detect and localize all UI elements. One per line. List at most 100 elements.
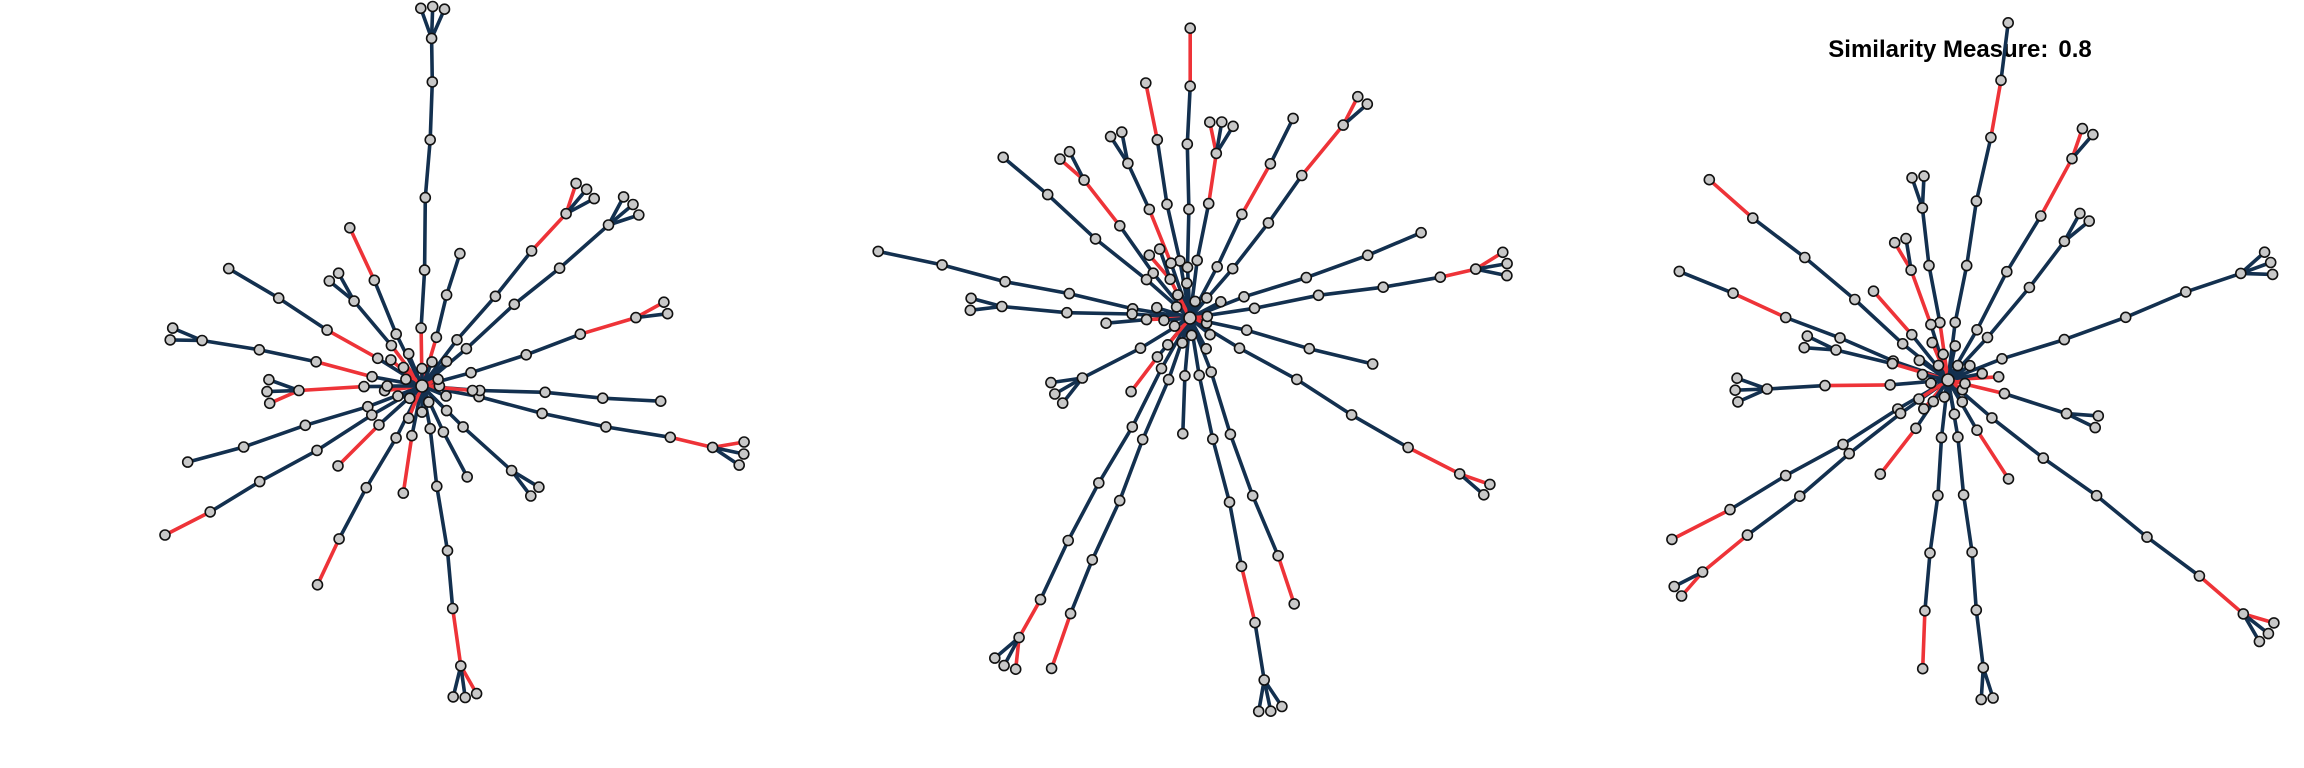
edge <box>1250 493 1280 558</box>
node <box>998 659 1010 672</box>
node <box>505 464 518 477</box>
node <box>1731 372 1743 385</box>
edge <box>1118 224 1155 276</box>
node <box>1291 373 1303 386</box>
node <box>460 342 473 355</box>
node <box>1170 301 1183 313</box>
node <box>588 192 601 205</box>
edge <box>1927 263 1942 325</box>
node <box>1434 271 1447 284</box>
node <box>1703 173 1716 186</box>
node <box>1910 422 1922 435</box>
node <box>1779 311 1792 324</box>
edge <box>876 249 944 267</box>
node <box>1177 427 1189 440</box>
node <box>1959 377 1971 390</box>
node <box>1960 259 1973 272</box>
highlighted-edge <box>1082 178 1122 228</box>
edge <box>1783 442 1845 478</box>
edge <box>1928 493 1940 555</box>
edge <box>940 263 1007 284</box>
edge <box>1097 425 1135 485</box>
highlighted-edge <box>1438 267 1478 280</box>
edge <box>1090 498 1122 562</box>
edge <box>1230 221 1271 271</box>
edge <box>441 430 470 479</box>
node <box>1927 395 1940 408</box>
node <box>1063 287 1076 300</box>
highlighted-edge <box>668 435 715 450</box>
edge <box>241 423 308 449</box>
node <box>1211 260 1223 273</box>
node <box>1158 314 1170 327</box>
highlighted-edge <box>1239 564 1257 625</box>
edge <box>1181 373 1187 436</box>
edge <box>1307 346 1375 366</box>
node <box>1986 412 1998 424</box>
node <box>159 529 171 541</box>
edge <box>1853 297 1905 346</box>
highlighted-edge <box>1206 151 1219 206</box>
node <box>358 380 370 393</box>
node <box>1415 226 1427 239</box>
node <box>1696 566 1709 578</box>
node <box>1724 503 1736 516</box>
edge <box>2184 271 2243 294</box>
edge <box>1117 437 1145 503</box>
edge <box>1751 216 1807 260</box>
edge <box>1067 291 1135 311</box>
node <box>1181 138 1194 150</box>
edge <box>455 294 498 342</box>
edge <box>428 426 439 489</box>
edge <box>524 332 583 357</box>
highlighted-edge <box>1276 553 1296 606</box>
node <box>416 406 428 418</box>
node <box>1181 277 1193 290</box>
node <box>1300 271 1313 284</box>
edge <box>1304 253 1370 280</box>
node <box>397 361 410 374</box>
edge <box>1953 263 1969 325</box>
node <box>1925 318 1937 331</box>
highlighted-edge <box>1147 207 1173 266</box>
edge <box>372 278 399 336</box>
node <box>1830 344 1842 356</box>
node <box>371 352 384 365</box>
edge <box>444 251 462 297</box>
node <box>426 76 439 88</box>
edge <box>1349 413 1410 450</box>
node <box>385 354 397 366</box>
edge <box>276 296 329 332</box>
node <box>2060 407 2073 420</box>
node <box>459 691 472 704</box>
highlighted-edge <box>1300 123 1345 178</box>
node <box>1056 397 1069 409</box>
node <box>1062 534 1074 547</box>
edge <box>1244 328 1312 351</box>
edge <box>2094 493 2149 539</box>
node <box>1162 338 1174 351</box>
node <box>1238 290 1250 303</box>
node <box>1179 369 1191 382</box>
node <box>539 386 551 399</box>
node <box>373 419 385 431</box>
similarity-label: Similarity Measure: <box>1828 36 2049 63</box>
edge <box>2062 315 2128 342</box>
node <box>440 390 452 402</box>
highlighted-edge <box>1909 268 1933 327</box>
edge <box>208 479 262 514</box>
node <box>430 480 443 493</box>
node <box>1200 292 1213 304</box>
node <box>1126 421 1139 433</box>
edge <box>1920 206 1931 268</box>
node <box>1249 616 1261 629</box>
node <box>1361 98 1374 110</box>
node <box>1089 233 1102 245</box>
node <box>1377 281 1389 294</box>
edge <box>477 388 547 395</box>
node <box>1248 302 1261 315</box>
edge <box>1253 620 1266 682</box>
node <box>2058 333 2071 346</box>
node <box>440 404 453 417</box>
node <box>440 355 453 368</box>
